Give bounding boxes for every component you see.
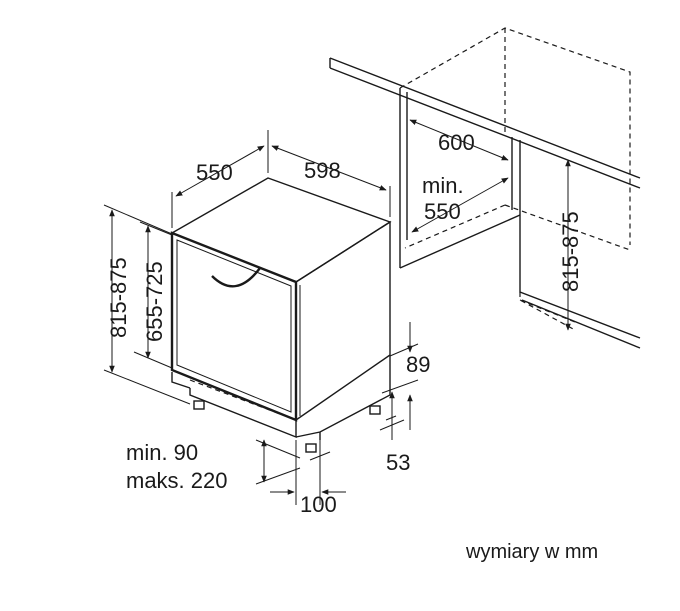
dim-max-220: maks. 220 [126,468,228,493]
countertop [329,57,641,189]
dim-100: 100 [300,492,337,517]
dim-815-875-left: 815-875 [106,257,131,338]
dimension-lines [103,119,571,505]
dim-815-875-right: 815-875 [558,211,583,292]
dishwasher [170,177,392,453]
dim-min-550-line2: 550 [424,199,461,224]
door-handle [211,267,261,288]
dim-600: 600 [438,130,475,155]
dimension-labels: 550 598 600 min. 550 815-875 655-725 815… [106,130,598,563]
units-note: wymiary w mm [465,541,598,563]
dim-min-90: min. 90 [126,440,198,465]
dim-598: 598 [304,158,341,183]
dim-655-725: 655-725 [142,261,167,342]
dim-min-550-line1: min. [422,173,464,198]
dim-53: 53 [386,450,410,475]
dishwasher-feet [193,400,381,453]
dim-89: 89 [406,352,430,377]
dim-550-top: 550 [196,160,233,185]
